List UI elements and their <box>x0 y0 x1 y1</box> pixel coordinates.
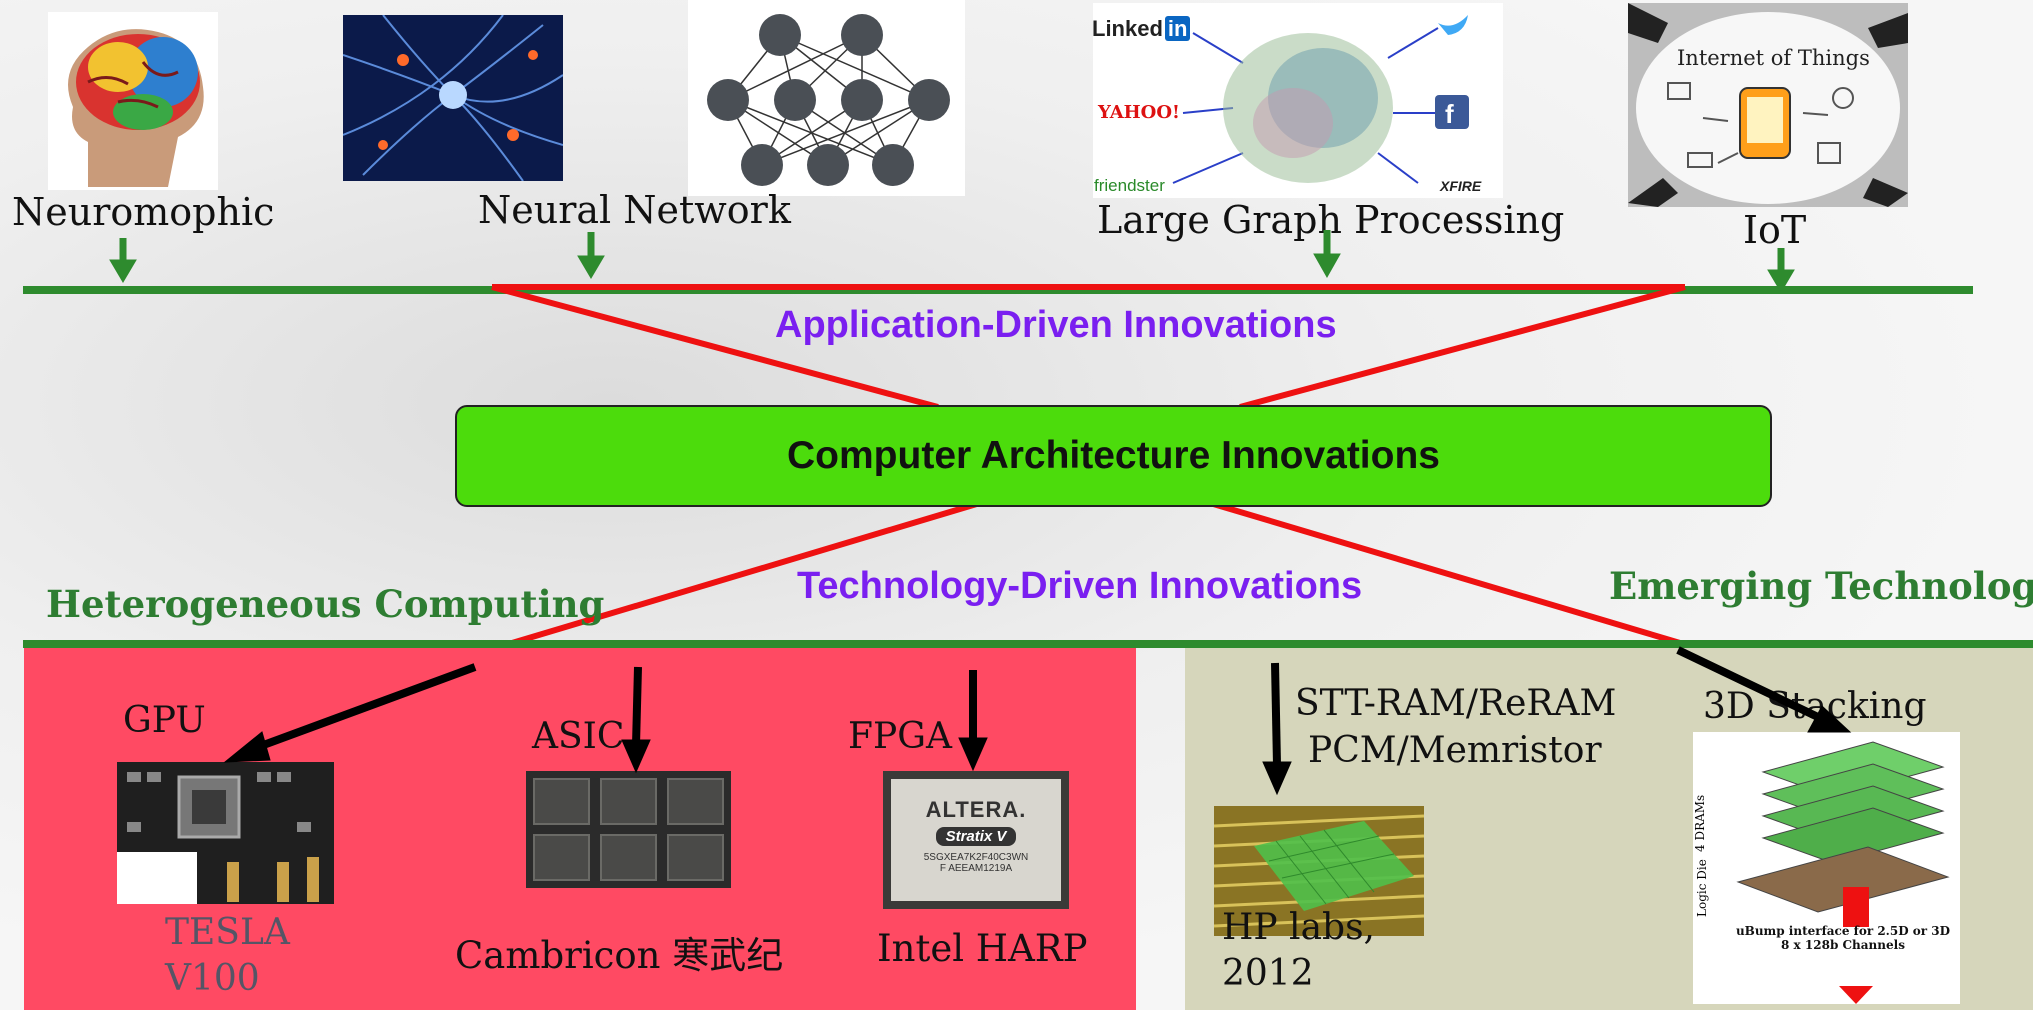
stratix-logo: Stratix V <box>935 827 1017 846</box>
tesla-line2: V100 <box>165 958 260 999</box>
label-tesla: TESLA V100 <box>165 910 290 1002</box>
label-hp-labs: HP labs, 2012 <box>1222 905 1375 997</box>
linkedin-text: Linked <box>1092 16 1163 41</box>
ubump-line1: uBump interface for 2.5D or 3D <box>1735 924 1951 938</box>
social-graph-image: f <box>1093 3 1503 198</box>
emerging-technology-label: Emerging Technology <box>1609 564 2033 608</box>
label-nvm: STT-RAM/ReRAM PCM/Memristor <box>1295 680 1616 774</box>
hp-line2: 2012 <box>1222 953 1314 994</box>
label-large-graph-processing: Large Graph Processing <box>1097 198 1565 242</box>
nvm-line1: STT-RAM/ReRAM <box>1295 683 1617 724</box>
fpga-part-number: 5SGXEA7K2F40C3WN <box>923 852 1029 863</box>
xfire-logo: XFIRE <box>1440 178 1482 194</box>
fpga-image: ALTERA. Stratix V 5SGXEA7K2F40C3WN F AEE… <box>883 771 1069 909</box>
label-gpu: GPU <box>123 700 206 741</box>
crossbar-image <box>1214 806 1424 936</box>
stacking-image: 4 DRAMs Logic Die uBump interface for 2.… <box>1693 732 1960 1004</box>
neurons-image <box>343 15 563 181</box>
friendster-logo: friendster <box>1094 176 1165 195</box>
iot-image <box>1628 3 1908 207</box>
label-neuromorphic: Neuromophic <box>12 190 275 234</box>
label-iot: IoT <box>1743 208 1807 252</box>
brain-image <box>48 12 218 190</box>
ubump-label: uBump interface for 2.5D or 3D 8 x 128b … <box>1733 924 1953 952</box>
fpga-part-number-2: F AEEAM1219A <box>939 863 1013 874</box>
linkedin-in-badge: in <box>1164 16 1191 41</box>
computer-architecture-box: Computer Architecture Innovations <box>455 405 1772 507</box>
label-fpga: FPGA <box>848 716 952 757</box>
network-graph-image <box>688 0 965 196</box>
label-neural-network: Neural Network <box>478 188 791 232</box>
technology-driven-label: Technology-Driven Innovations <box>797 565 1363 607</box>
tesla-line1: TESLA <box>165 912 290 953</box>
green-down-arrows <box>109 230 1795 293</box>
label-asic: ASIC <box>532 716 625 757</box>
fpga-chip: ALTERA. Stratix V 5SGXEA7K2F40C3WN F AEE… <box>891 779 1061 901</box>
gpu-image <box>117 762 334 904</box>
heterogeneous-computing-label: Heterogeneous Computing <box>46 582 605 626</box>
iot-image-title: Internet of Things <box>1677 46 1870 70</box>
nvm-line2: PCM/Memristor <box>1308 730 1602 771</box>
asic-image <box>526 771 731 888</box>
label-intel-harp: Intel HARP <box>877 927 1088 970</box>
altera-logo: ALTERA. <box>925 797 1027 822</box>
svg-text:f: f <box>1445 99 1454 129</box>
hp-line1: HP labs, <box>1222 907 1375 948</box>
application-driven-label: Application-Driven Innovations <box>775 304 1337 346</box>
yahoo-logo: YAHOO! <box>1098 102 1180 123</box>
label-cambricon: Cambricon 寒武纪 <box>455 934 784 977</box>
ubump-line2: 8 x 128b Channels <box>1781 938 1905 952</box>
